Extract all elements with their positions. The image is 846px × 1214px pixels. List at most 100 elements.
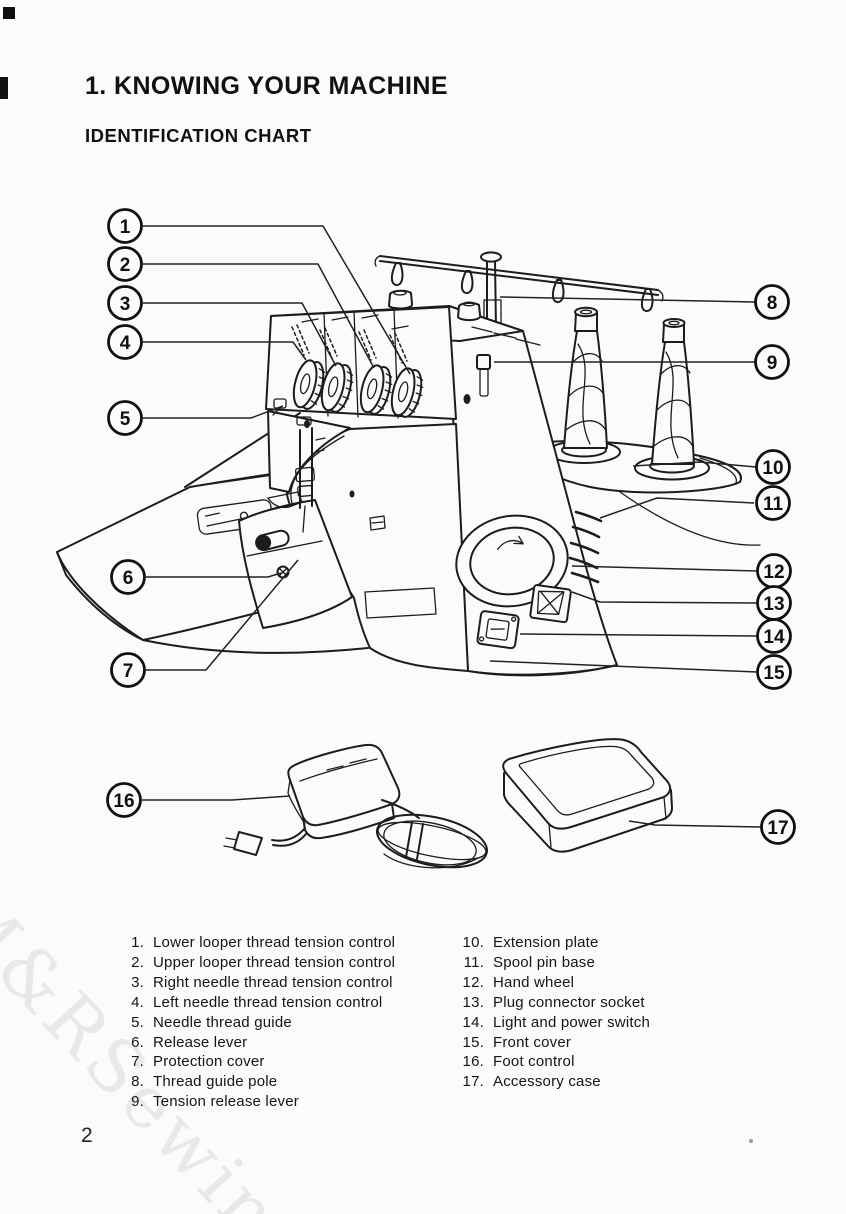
part-item: 7. Protection cover [118,1052,395,1072]
part-number: 5. [131,1013,144,1031]
callout-16: 16 [106,782,142,818]
part-number: 8. [131,1073,144,1091]
callout-2: 2 [107,246,143,282]
parts-list-left: 1. Lower looper thread tension control 2.… [118,933,395,1112]
callout-markers: 1 2 3 4 5 6 7 8 9 10 11 12 13 14 15 16 1… [106,208,796,845]
callout-1: 1 [107,208,143,244]
part-item: 5.Needle thread guide [118,1013,395,1033]
part-label: Release lever [153,1033,248,1051]
part-number: 2. [131,953,144,971]
svg-text:13: 13 [763,594,784,615]
part-number: 12. [462,973,484,991]
part-label: Extension plate [493,934,599,951]
scan-artifact [0,77,8,99]
part-number: 9. [131,1093,144,1111]
part-item: 16.Foot control [458,1052,650,1072]
part-number: 14. [462,1013,484,1031]
part-number: 1. [131,934,144,951]
callout-5: 5 [107,400,143,436]
part-item: 4.Left needle thread tension control [118,993,395,1013]
part-item: 10. Extension plate [458,933,650,953]
part-label: Hand wheel [493,973,575,991]
part-label: Lower looper thread tension control [153,934,396,951]
part-item: 2. Upper looper thread tension control [118,953,395,973]
parts-list-right: 10. Extension plate 11. Spool pin base 12.… [458,933,650,1092]
part-item: 3. Right needle thread tension control [118,973,395,993]
svg-text:8: 8 [767,293,778,314]
part-label: Spool pin base [493,953,596,971]
tension-post-covers [301,289,541,346]
needle-thread-guide [272,398,287,416]
svg-text:12: 12 [763,562,784,583]
part-item: 6.Release lever [118,1033,395,1053]
section-title: 1. KNOWING YOUR MACHINE [85,72,448,100]
callout-10: 10 [755,449,791,485]
part-item: 12. Hand wheel [458,973,650,993]
svg-text:9: 9 [767,353,778,374]
callout-4: 4 [107,324,143,360]
svg-text:5: 5 [120,409,131,430]
part-item: 13. Plug connector socket [458,993,650,1013]
svg-text:11: 11 [763,494,784,515]
chart-title: IDENTIFICATION CHART [85,125,312,146]
cord-coil [375,813,489,869]
part-number: 13. [462,993,484,1011]
foot-control [223,743,489,869]
callout-11: 11 [755,485,791,521]
svg-text:2: 2 [120,255,131,276]
part-number: 7. [131,1053,144,1071]
callout-17: 17 [760,809,796,845]
part-item: 1. Lower looper thread tension control [118,933,395,953]
needle-bar-assembly [261,416,355,533]
callout-9: 9 [754,344,790,380]
leader-lines [142,225,762,828]
callout-15: 15 [756,654,792,690]
part-number: 10. [462,934,484,951]
thread-cone-left [547,306,621,464]
part-label: Plug connector socket [493,993,645,1011]
tension-dials [291,324,424,418]
part-item: 11. Spool pin base [458,953,650,973]
part-number: 16. [462,1053,484,1071]
part-number: 4. [131,993,144,1011]
part-item: 8.Thread guide pole [118,1072,395,1092]
part-number: 3. [131,973,144,991]
thread-guide-pole [374,251,664,333]
part-item: 15.Front cover [458,1033,650,1053]
svg-text:3: 3 [120,294,131,315]
thread-cone-right [634,318,710,481]
part-label: Protection cover [153,1053,265,1071]
accessory-case [502,738,673,853]
part-item: 9. Tension release lever [118,1092,395,1112]
part-label: Upper looper thread tension control [153,953,396,971]
machine-illustration [56,251,761,677]
page-header: 1. KNOWING YOUR MACHINE IDENTIFICATION C… [85,72,448,147]
part-item: 14. Light and power switch [458,1013,650,1033]
scan-artifact [3,7,15,19]
svg-text:17: 17 [767,818,788,839]
svg-text:4: 4 [120,333,131,354]
svg-text:6: 6 [123,568,134,589]
front-cover-details [364,515,437,619]
part-number: 11. [463,953,484,971]
plug-socket [529,584,572,624]
part-number: 15. [462,1033,484,1051]
callout-3: 3 [107,285,143,321]
part-label: Light and power switch [493,1013,650,1031]
svg-text:1: 1 [120,217,131,238]
svg-text:10: 10 [762,458,783,479]
tension-release-lever [463,354,491,404]
svg-text:15: 15 [763,663,785,684]
page-number: 2 [81,1124,93,1147]
hand-wheel [455,514,569,608]
callout-12: 12 [756,553,792,589]
svg-text:14: 14 [763,627,785,648]
callout-6: 6 [110,559,146,595]
part-item: 17.Accessory case [458,1072,650,1092]
part-label: Right needle thread tension control [153,973,393,991]
vent-louvers [568,510,603,584]
callout-14: 14 [756,618,792,654]
part-label: Tension release lever [153,1093,299,1111]
